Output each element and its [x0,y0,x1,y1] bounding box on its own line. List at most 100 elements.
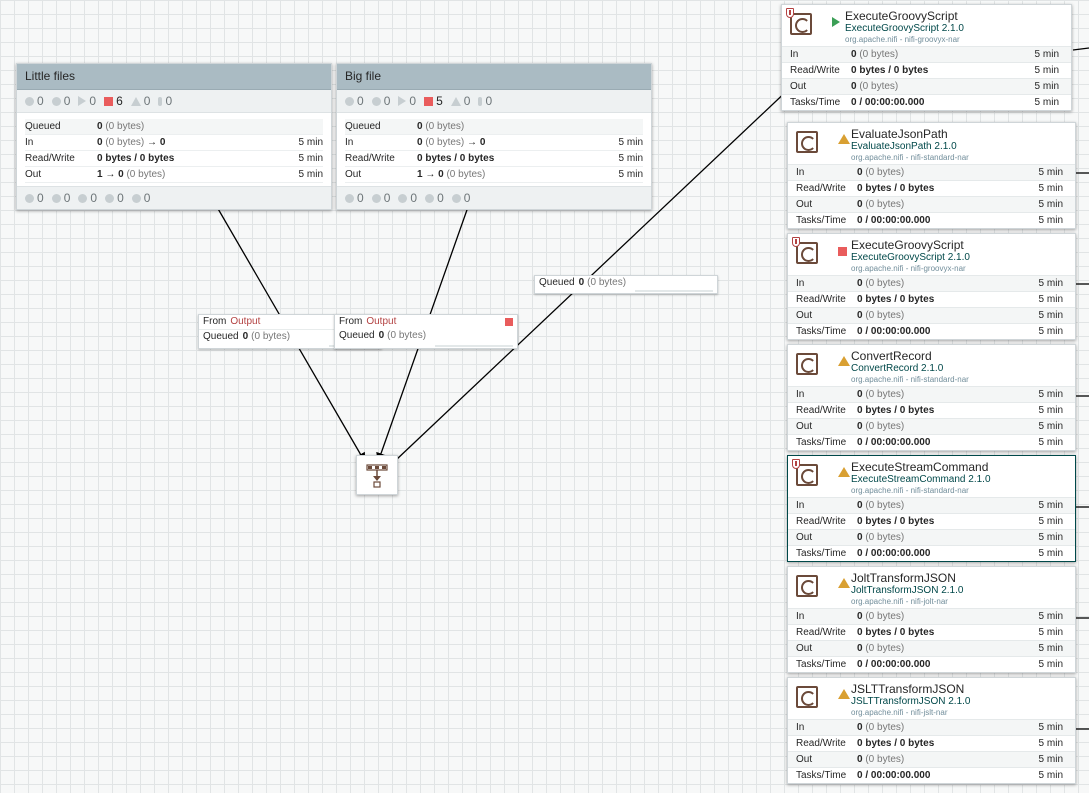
in-count: 0 [417,137,423,148]
read-write-label: Read/Write [796,738,846,749]
not-transmitting-icon [371,96,381,106]
out-arrow: → [105,169,116,180]
out-size: (0 bytes) [865,310,905,321]
queued-label: Queued [539,277,575,288]
processor-jslt-transform-json[interactable]: JSLTTransformJSON JSLTTransformJSON 2.1.… [787,677,1076,784]
read-write-label: Read/Write [796,627,846,638]
warning-icon [838,134,850,144]
processor-name: EvaluateJsonPath [851,127,948,141]
out-time: 5 min [1038,643,1063,654]
connection-queued-row: Queued 0 (0 bytes) [335,329,517,343]
out-label: Out [796,532,813,543]
in-size: (0 bytes) [865,278,905,289]
read-write-label: Read/Write [796,405,846,416]
connection-label-funnel[interactable]: Queued 0 (0 bytes) [534,275,718,294]
processor-type: ConvertRecord 2.1.0 [851,363,944,374]
stopped-count: 5 [436,94,443,108]
locally-modified-count: 0 [383,191,391,205]
in-label: In [25,137,34,148]
out-label: Out [345,169,362,180]
queue-bar [635,290,713,292]
funnel[interactable] [356,455,398,495]
tasks-label: Tasks/Time [796,326,847,337]
processor-type: ExecuteGroovyScript 2.1.0 [851,252,970,263]
processor-icon [790,13,812,35]
disabled-icon [478,96,483,106]
processor-execute-groovy-script-stopped[interactable]: ExecuteGroovyScript ExecuteGroovyScript … [787,233,1076,340]
in-label: In [790,49,799,60]
out-size: (0 bytes) [865,643,905,654]
in-size: (0 bytes) [105,137,145,148]
up-to-date-icon [345,193,354,203]
not-transmitting-icon [51,96,61,106]
in-label: In [796,500,805,511]
up-to-date-count: 0 [37,191,44,205]
out-label: Out [796,310,813,321]
process-group-big-file[interactable]: Big file 0 0 0 5 0 0 Queued 0 (0 bytes) … [336,63,652,210]
processor-name: JoltTransformJSON [851,571,956,585]
stale-icon [398,193,408,203]
connection-funnel-to-processor[interactable] [395,85,793,461]
invalid-count: 0 [463,94,471,108]
read-write-label: Read/Write [796,183,846,194]
processor-execute-stream-command[interactable]: ExecuteStreamCommand ExecuteStreamComman… [787,455,1076,562]
read-write-time: 5 min [1034,65,1059,76]
in-count: 0 [851,49,857,60]
processor-bundle: org.apache.nifi - nifi-standard-nar [851,153,969,162]
queued-row: Queued 0 (0 bytes) [25,119,323,135]
process-group-little-files[interactable]: Little files 0 0 0 6 0 0 Queued 0 (0 byt… [16,63,332,210]
disabled-count: 0 [165,94,173,108]
processor-icon [796,353,818,375]
sync-failure-count: 0 [143,191,151,205]
in-size: (0 bytes) [865,167,905,178]
read-write-value: 0 bytes / 0 bytes [857,183,935,194]
processor-type: JoltTransformJSON 2.1.0 [851,585,964,596]
connection-queued-row: Queued 0 (0 bytes) [199,329,381,344]
processor-name: ExecuteGroovyScript [845,9,958,23]
processor-jolt-transform-json[interactable]: JoltTransformJSON JoltTransformJSON 2.1.… [787,566,1076,673]
connection-queued-row: Queued 0 (0 bytes) [535,276,717,290]
processor-evaluate-json-path[interactable]: EvaluateJsonPath EvaluateJsonPath 2.1.0 … [787,122,1076,229]
sync-failure-icon [131,193,141,203]
processor-execute-groovy-script-running[interactable]: ExecuteGroovyScript ExecuteGroovyScript … [781,4,1072,111]
tasks-value: 0 / 00:00:00.000 [857,437,931,448]
in-row: In 0 (0 bytes) → 0 5 min [25,135,323,151]
from-port-name: Output [230,316,261,327]
in-arrow: → [147,137,158,148]
connection-label-big-file[interactable]: From Output Queued 0 (0 bytes) [334,314,518,349]
process-group-name: Big file [337,64,651,90]
tasks-time: 5 min [1038,215,1063,226]
in-time: 5 min [1038,278,1063,289]
locally-modified-count: 0 [63,191,71,205]
processor-icon [796,686,818,708]
in-label: In [796,389,805,400]
processor-convert-record[interactable]: ConvertRecord ConvertRecord 2.1.0 org.ap… [787,344,1076,451]
in-time: 5 min [618,137,643,148]
from-port-name: Output [366,316,397,327]
in-count: 0 [857,389,863,400]
out-size: (0 bytes) [865,199,905,210]
out-size: (0 bytes) [446,169,486,180]
out-row: Out 1 → 0 (0 bytes) 5 min [25,167,323,183]
outgoing-connection[interactable] [1072,47,1089,51]
process-group-status-bar: 0 0 0 6 0 0 [17,90,331,113]
tasks-label: Tasks/Time [796,548,847,559]
out-count: 0 [851,81,857,92]
